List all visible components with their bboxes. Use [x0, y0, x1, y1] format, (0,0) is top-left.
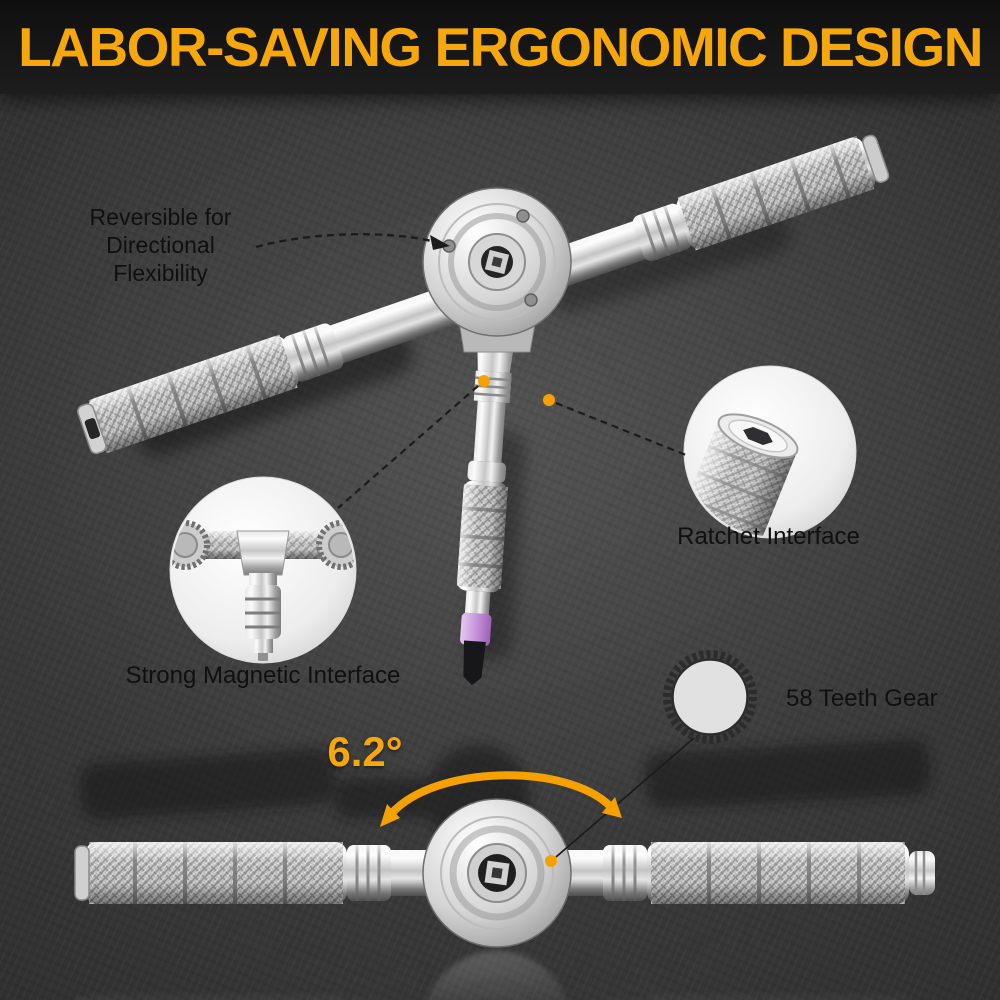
tool-bottom-reflection	[75, 951, 935, 1000]
bottom-right-collar	[603, 845, 647, 901]
title-banner: LABOR-SAVING ERGONOMIC DESIGN	[0, 0, 1000, 94]
inset-magnetic-closeup	[169, 476, 357, 664]
bottom-hub	[422, 798, 572, 948]
inset-ratchet-closeup	[683, 365, 857, 539]
main-left-handle	[77, 334, 299, 455]
connector-reversible-arrowhead	[430, 235, 450, 250]
connector-reversible	[255, 233, 437, 249]
right-end-cap	[862, 134, 890, 183]
marker-dot-gear	[545, 855, 557, 867]
tool-bottom	[74, 798, 935, 948]
callout-ratchet-label: Ratchet Interface	[677, 523, 860, 550]
callout-magnetic-label: Strong Magnetic Interface	[125, 662, 401, 689]
page-title: LABOR-SAVING ERGONOMIC DESIGN	[18, 16, 983, 78]
marker-dot-magnetic	[478, 375, 490, 387]
marker-dot-ratchet	[543, 394, 555, 406]
bottom-left-handle	[74, 842, 347, 904]
connector-ratchet	[555, 401, 687, 457]
callout-reversible-label: Reversible for Directional Flexibility	[89, 204, 232, 287]
rotation-angle-value: 6.2°	[327, 728, 403, 775]
bottom-right-handle	[647, 842, 935, 904]
bottom-right-tip	[909, 851, 935, 895]
gear-58-teeth-icon	[663, 650, 757, 744]
rotation-angle-arrow	[380, 771, 622, 827]
main-hub	[422, 187, 572, 337]
left-end-socket-hole	[84, 418, 100, 440]
magnet-ring	[460, 612, 492, 646]
hex-socket-hole	[743, 426, 773, 446]
left-collar	[282, 323, 344, 382]
bottom-left-collar	[347, 845, 391, 901]
callout-gear-label: 58 Teeth Gear	[786, 685, 938, 712]
hub-screw	[516, 209, 530, 223]
connector-gear	[555, 737, 695, 858]
connector-magnetic	[337, 385, 479, 509]
hex-bit	[463, 640, 486, 686]
hub-screw	[524, 293, 538, 307]
shaft-knurled-grip	[456, 480, 508, 593]
right-collar	[632, 203, 692, 262]
callout-connectors	[255, 233, 695, 867]
main-right-handle	[676, 134, 890, 251]
